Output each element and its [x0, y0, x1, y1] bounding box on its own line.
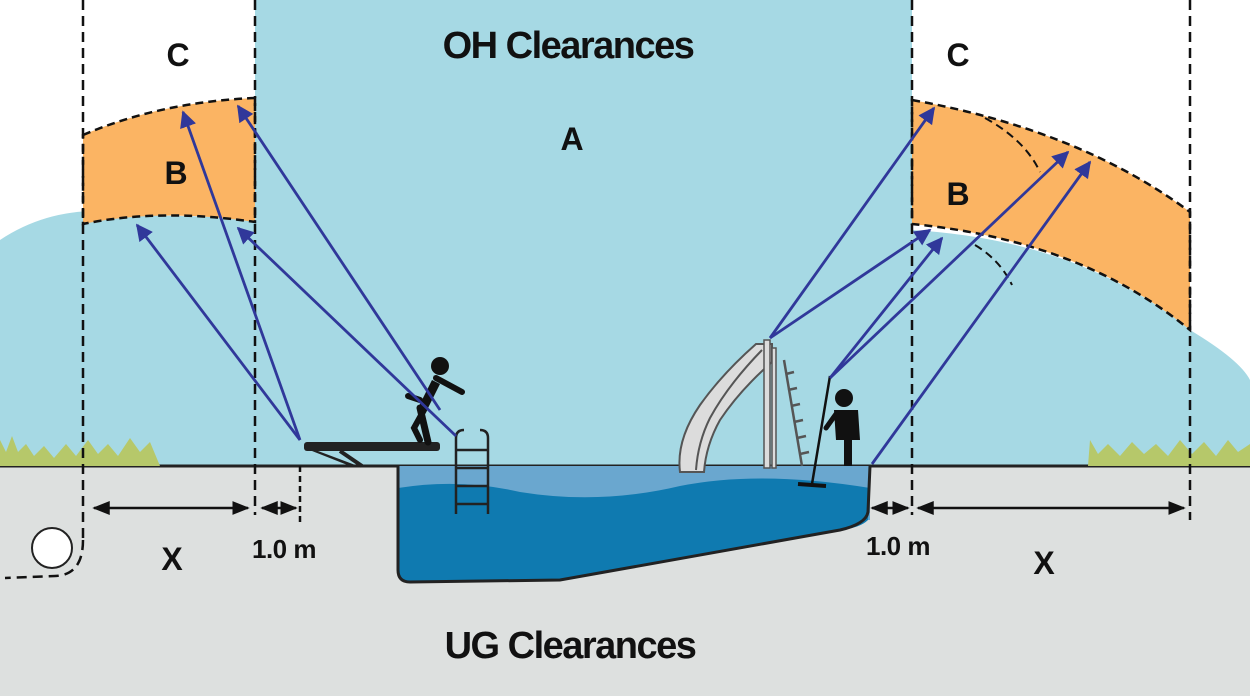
dim-x-right-label: X: [1033, 545, 1055, 581]
grass-left: [0, 436, 160, 466]
sky-center: [255, 0, 912, 466]
title-overhead: OH Clearances: [443, 25, 694, 67]
pool-ladder-icon: [454, 428, 490, 514]
dim-gap-right-label: 1.0 m: [866, 531, 930, 561]
title-underground: UG Clearances: [445, 625, 696, 667]
diver-icon: [405, 357, 465, 446]
dim-x-left-label: X: [161, 541, 183, 577]
zone-c-left-label: C: [166, 37, 189, 73]
pool-edge: [396, 465, 872, 584]
trajectory-arrows-right: [768, 106, 1092, 465]
zone-b-left-label: B: [164, 155, 187, 191]
grass-right: [1088, 440, 1250, 466]
zone-b-right-label: B: [946, 176, 969, 212]
utility-pole-icon: [4, 527, 85, 580]
trajectory-arrows-left: [135, 104, 457, 441]
zone-b-right-arc2: [974, 244, 1013, 286]
dim-gap-left-label: 1.0 m: [252, 534, 316, 564]
zone-b-right-arc: [984, 117, 1041, 173]
pool: [396, 465, 872, 584]
water-slide-icon: [678, 339, 810, 473]
zone-c-right-label: C: [946, 37, 969, 73]
pool-water-deep: [398, 478, 870, 582]
zone-a-label: A: [560, 121, 583, 157]
diving-board-icon: [304, 442, 440, 468]
pool-cleaner-person-icon: [797, 375, 860, 488]
